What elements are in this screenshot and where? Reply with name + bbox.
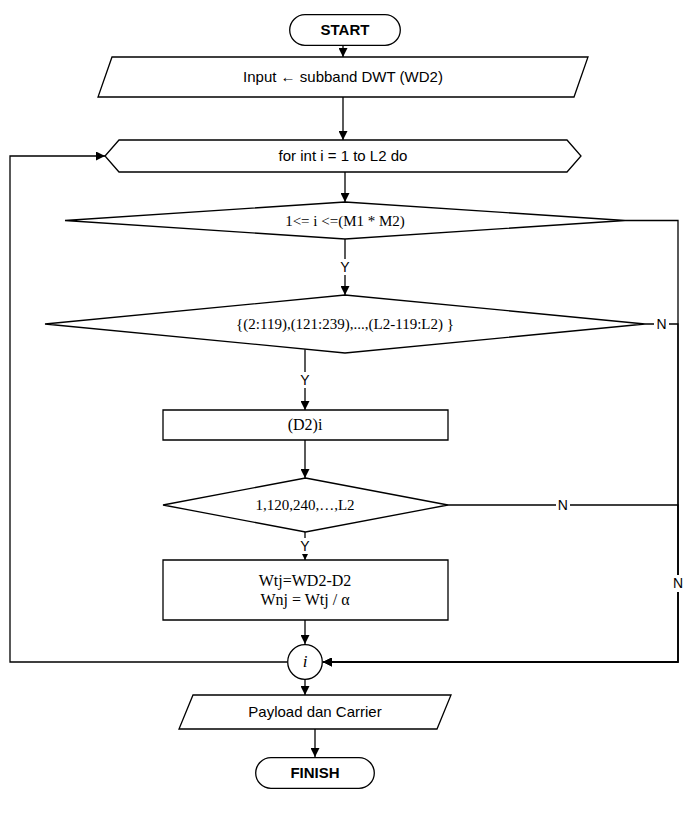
hex-outline: [105, 140, 581, 172]
process-box: (D2)i: [163, 410, 448, 440]
node-text: Wtj=WD2-D2: [259, 571, 352, 590]
para-outline: [179, 695, 451, 729]
branch-label: N: [654, 316, 668, 332]
node-text: Input ← subband DWT (WD2): [243, 68, 443, 86]
terminator-outline: [256, 758, 375, 789]
branch-label: Y: [338, 259, 351, 275]
rect-outline: [163, 410, 448, 440]
flow-connector: [304, 440, 305, 478]
branch-label: N: [671, 575, 685, 591]
node-text: Wnj = Wtj / α: [260, 590, 349, 609]
node-text: for int i = 1 to L2 do: [279, 147, 408, 165]
finish-terminator: FINISH: [255, 757, 375, 789]
connector-circle: i: [287, 644, 323, 680]
diamond-outline: [65, 202, 625, 239]
diamond-outline: [163, 478, 448, 532]
connector-group: [10, 46, 678, 757]
node-text: i: [303, 652, 308, 672]
node-text: 1,120,240,…,L2: [255, 496, 354, 514]
terminator-outline: [290, 15, 401, 46]
node-outline: [163, 560, 448, 620]
output-parallelogram: Payload dan Carrier: [179, 695, 451, 729]
branch-label: Y: [298, 372, 311, 388]
node-text: FINISH: [290, 764, 339, 782]
circle-outline: [288, 645, 323, 680]
diamond-outline: [45, 295, 645, 353]
flow-connector: [342, 97, 343, 140]
branch-label: N: [556, 497, 570, 513]
flow-connector: [304, 620, 305, 644]
decision-diamond: 1,120,240,…,L2: [163, 478, 448, 532]
node-text: 1<= i <=(M1 * M2): [285, 212, 405, 230]
node-text: Payload dan Carrier: [248, 703, 381, 721]
rect-outline: [163, 560, 448, 620]
node-text: START: [321, 21, 370, 39]
node-text: {(2:119),(121:239),...,(L2-119:L2) }: [236, 315, 454, 333]
flow-connector: [344, 172, 345, 202]
para-outline: [98, 57, 588, 97]
decision-diamond: {(2:119),(121:239),...,(L2-119:L2) }: [45, 295, 645, 353]
decision-diamond: 1<= i <=(M1 * M2): [65, 202, 625, 239]
branch-label: Y: [298, 538, 311, 554]
node-text: (D2)i: [288, 415, 323, 434]
flow-connector: [342, 46, 343, 57]
process-box: Wtj=WD2-D2Wnj = Wtj / α: [163, 560, 448, 620]
loop-hexagon: for int i = 1 to L2 do: [105, 140, 581, 172]
flow-connector: [304, 680, 305, 695]
flow-connector: [314, 729, 315, 757]
input-parallelogram: Input ← subband DWT (WD2): [98, 57, 588, 97]
start-terminator: START: [289, 14, 401, 46]
